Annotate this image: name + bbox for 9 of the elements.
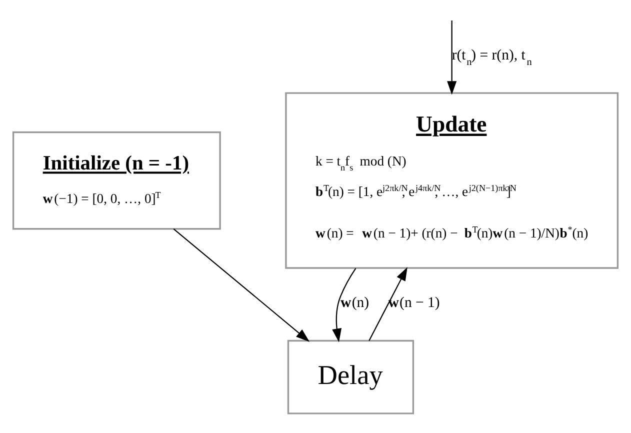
node-box: Delay: [287, 340, 414, 414]
arrow: [173, 228, 310, 342]
node-box: Initialize (n = -1) w(−1) = [0, 0, …, 0]$^{T}$: [12, 131, 221, 230]
arrow: [368, 267, 408, 341]
arrow: [447, 20, 457, 95]
node-box: Update k = t$_{n}$f$_{s}$ mod (N) b$^{T}$(n) = [1, e$^{j2πk/N}$, e$^{j4πk/N}$, …, e$^{j2(N−1)πk/N}$] w(n) = w(n − 1)+ (r(n) − b$^{T}$(n)w(n − 1)/N)b$^{*}$(n): [285, 92, 619, 269]
edge-label: w(n − 1): [388, 295, 440, 312]
arrow: [332, 268, 356, 342]
edge-label: w(n): [340, 295, 370, 312]
